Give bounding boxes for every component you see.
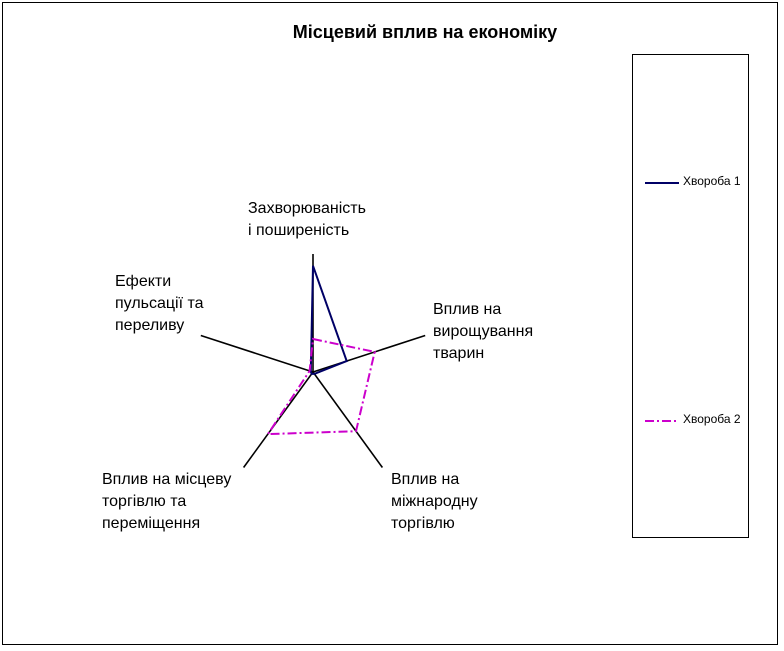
legend-swatch-series-2 [645,420,679,422]
axis-label-2-line-2: вирощування [433,323,534,340]
axis-line-3 [312,371,384,468]
series-1-polygon [309,265,348,375]
axis-label-3-line-3: торгівлю [391,515,455,532]
axis-label-2-line-3: тварин [433,345,485,362]
axis-line-5 [200,334,314,373]
axis-label-5-line-1: Ефекти [115,273,172,290]
legend-entry-series-2: Хвороба 2 [645,411,750,431]
axis-label-3-line-1: Вплив на [391,471,460,488]
legend: Хвороба 1 Хвороба 2 [632,54,749,538]
axis-label-2-line-1: Вплив на [433,301,502,318]
axis-label-1: Захворюваність і поширеність [248,198,366,242]
axis-label-4-line-2: торгівлю та [102,493,187,510]
legend-label-series-1: Хвороба 1 [683,174,741,188]
series-2-polygon [266,337,376,436]
axis-label-1-line-1: Захворюваність [248,200,366,217]
axis-label-5-line-3: переливу [115,317,185,334]
axis-label-4-line-1: Вплив на місцеву [102,471,232,488]
legend-swatch-series-1 [645,182,679,184]
chart-title: Місцевий вплив на економіку [292,22,558,42]
legend-label-series-2: Хвороба 2 [683,412,741,426]
axis-line-2 [312,334,426,373]
axis-label-3-line-2: міжнародну [391,493,478,510]
axis-label-1-line-2: і поширеність [248,222,350,239]
axis-label-4-line-3: переміщення [102,515,201,532]
legend-entry-series-1: Хвороба 1 [645,173,750,193]
axis-label-3: Вплив на міжнародну торгівлю [391,469,478,535]
axis-label-5-line-2: пульсації та [115,295,204,312]
axis-label-4: Вплив на місцеву торгівлю та переміщення [102,469,231,535]
axis-label-5: Ефекти пульсації та переливу [115,271,204,337]
axis-label-2: Вплив на вирощування тварин [433,299,533,365]
